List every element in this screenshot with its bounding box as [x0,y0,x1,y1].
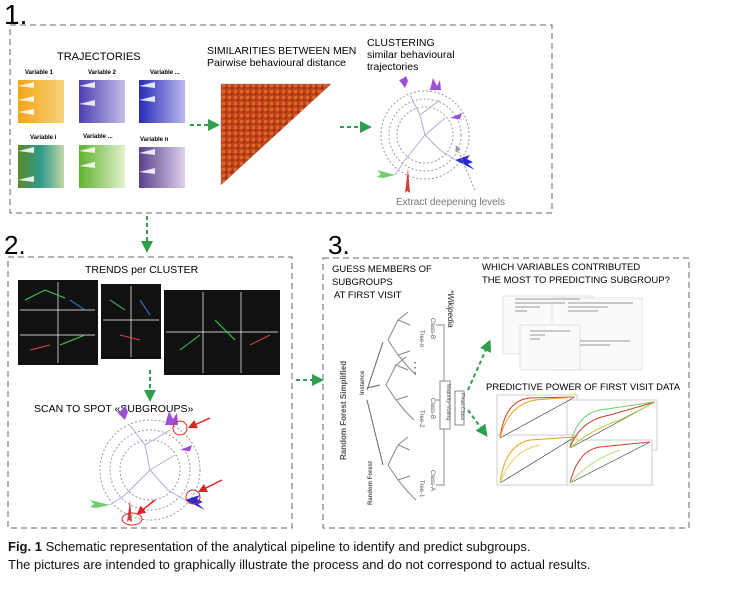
trends-title: TRENDS per CLUSTER [85,264,199,276]
section-number-1: 1. [4,0,27,30]
trajectory-plot [79,80,125,123]
trend-plot-grids [18,280,280,375]
variable-label: Variable i [30,135,57,141]
arrow-to-importance [467,339,492,391]
figure-caption: Fig. 1 Schematic representation of the a… [8,538,590,574]
which-title: THE MOST TO PREDICTING SUBGROUP? [482,275,670,286]
cluster-dendrogram [377,76,476,193]
random-forest-diagram: Random Forest Simplified Random Forest I… [339,290,465,505]
instance-label: Instance [360,370,366,395]
class-label: Class-A [429,470,435,491]
roc-curve-charts [496,394,658,486]
final-class-label: Final-Class [459,393,465,421]
class-label: Class-B [429,398,435,419]
trajectories-title: TRAJECTORIES [57,51,141,63]
scan-title: SCAN TO SPOT «SUBGROUPS» [34,403,193,415]
majority-voting-label: Majority-Voting [445,384,451,420]
variable-label: Variable n [140,137,169,143]
variable-label: Variable 1 [25,70,54,76]
variable-label: Variable 2 [88,70,117,76]
which-title: WHICH VARIABLES CONTRIBUTED [482,262,640,273]
section-1-box [9,24,553,214]
similarities-subtitle: Pairwise behavioural distance [207,57,346,69]
clustering-subtitle: similar behavioural [367,49,455,61]
clustering-subtitle: trajectories [367,61,418,73]
subgroup-dendrogram [90,406,223,526]
caption-label: Fig. 1 [8,539,42,554]
guess-title: GUESS MEMBERS OF [332,264,432,275]
class-label: Class-B [429,318,435,339]
distance-heatmap [220,83,332,186]
section-3-box [322,257,690,529]
caption-line-2: The pictures are intended to graphically… [8,557,591,572]
section-number-2: 2. [4,230,26,260]
rf-label: Random Forest [368,461,374,505]
arrow-to-roc [467,409,488,437]
predictive-title: PREDICTIVE POWER OF FIRST VISIT DATA [486,382,681,393]
guess-title: AT FIRST VISIT [334,290,402,301]
trajectory-plot [18,80,64,123]
tree-label: Tree-n [418,330,424,347]
rf-simplified-label: Random Forest Simplified [339,361,348,460]
caption-line-1: Schematic representation of the analytic… [41,539,531,554]
importance-bar-charts [502,295,643,371]
extract-label: Extract deepening levels [396,197,505,208]
tree-label: Tree-1 [418,480,424,498]
section-number-3: 3. [328,230,350,260]
variable-label: Variable ... [150,70,180,76]
clustering-title: CLUSTERING [367,37,435,49]
svg-text:⋮: ⋮ [408,359,422,375]
trajectory-plot [139,80,185,123]
guess-title: SUBGROUPS [332,277,393,288]
variable-label: Variable ... [83,134,113,140]
similarities-title: SIMILARITIES BETWEEN MEN [207,45,356,57]
source-label: *Wikipedia [446,290,455,328]
section-2-box [7,256,293,529]
trajectory-thumbnails: Variable 1 Variable 2 Variable ... Varia… [18,70,185,188]
tree-label: Tree-2 [418,410,424,428]
